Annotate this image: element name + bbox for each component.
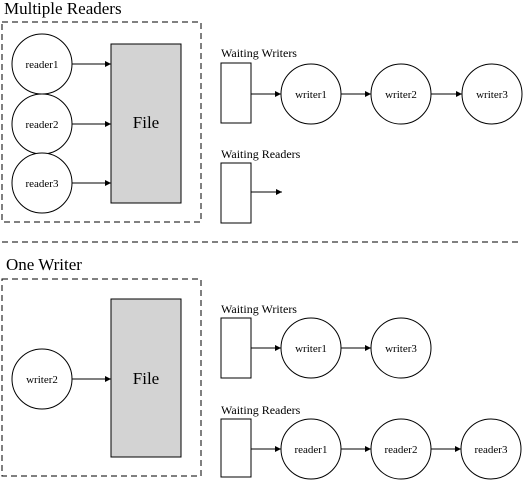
file-label: File [133, 113, 159, 132]
reader-node-2: reader2 [11, 93, 73, 155]
reader-label: reader1 [295, 444, 328, 456]
writer-group-box [1, 278, 202, 477]
waiting-writers-queue: Waiting Writers writer1 writer2 writer3 [220, 46, 523, 125]
writer-label: writer1 [295, 89, 327, 101]
active-writer-node: writer2 [11, 348, 73, 410]
waiting-writers-queue: Waiting Writers writer1 writer3 [220, 302, 432, 379]
reader-label: reader2 [385, 444, 418, 456]
reader-label: reader3 [26, 178, 59, 190]
writer-label: writer3 [476, 89, 508, 101]
writer-circle [461, 63, 523, 125]
queue-title: Waiting Writers [221, 302, 297, 316]
section-title-multiple-readers: Multiple Readers [4, 0, 122, 18]
reader-label: reader2 [26, 119, 59, 131]
section-multiple-readers: Multiple Readers File reader1 reader2 re… [1, 0, 523, 224]
queue-head [220, 162, 252, 224]
writer-label: writer2 [385, 89, 417, 101]
queue-title: Waiting Readers [221, 147, 301, 161]
file-block [110, 43, 182, 204]
reader-circle [460, 418, 522, 480]
queue-title: Waiting Readers [221, 403, 301, 417]
writer-circle [370, 317, 432, 379]
reader-node-1: reader1 [11, 33, 73, 95]
queue-title: Waiting Writers [221, 46, 297, 60]
waiting-readers-queue: Waiting Readers [220, 147, 301, 224]
queue-head [220, 418, 252, 478]
writer-label: writer3 [385, 343, 417, 355]
writer-label: writer2 [26, 374, 58, 386]
section-one-writer: One Writer File writer2 Waiting Writers … [1, 255, 522, 480]
writer-label: writer1 [295, 343, 327, 355]
queue-head [220, 317, 252, 379]
reader-label: reader3 [475, 444, 508, 456]
section-title-one-writer: One Writer [6, 255, 82, 274]
waiting-readers-queue: Waiting Readers reader1 reader2 reader3 [220, 403, 522, 480]
reader-node-3: reader3 [11, 152, 73, 214]
reader-label: reader1 [26, 59, 59, 71]
file-label: File [133, 369, 159, 388]
queue-head [220, 62, 252, 124]
file-block [110, 298, 182, 458]
